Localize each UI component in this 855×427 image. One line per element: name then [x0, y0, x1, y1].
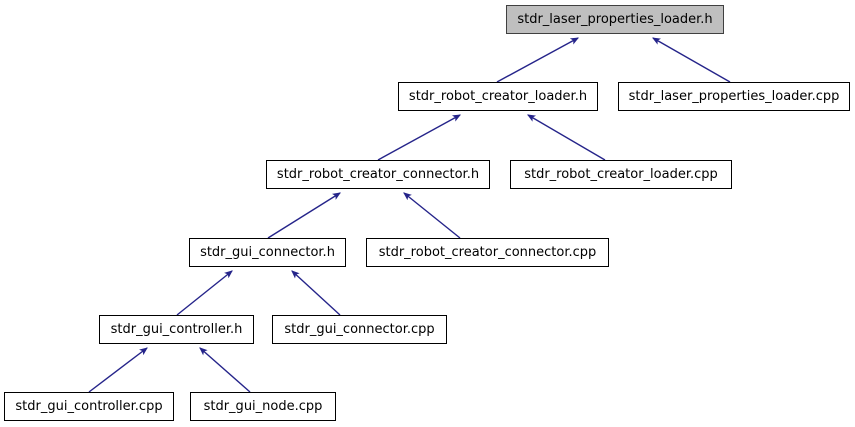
graph-node-stdr-robot-creator-connector-cpp[interactable]: stdr_robot_creator_connector.cpp [366, 238, 609, 267]
graph-node-stdr-robot-creator-loader-cpp[interactable]: stdr_robot_creator_loader.cpp [510, 160, 732, 189]
graph-edge-n2-to-n0 [652, 37, 731, 83]
graph-edge-n9-to-n7 [88, 347, 148, 393]
graph-edge-n10-to-n7 [199, 347, 251, 393]
graph-node-stdr-robot-creator-connector-h[interactable]: stdr_robot_creator_connector.h [266, 160, 490, 189]
graph-node-label: stdr_laser_properties_loader.h [517, 12, 713, 27]
graph-node-stdr-laser-properties-loader-h[interactable]: stdr_laser_properties_loader.h [506, 5, 724, 34]
graph-edge-n7-to-n5 [176, 270, 233, 316]
graph-node-stdr-laser-properties-loader-cpp[interactable]: stdr_laser_properties_loader.cpp [618, 82, 850, 111]
graph-node-stdr-gui-connector-cpp[interactable]: stdr_gui_connector.cpp [272, 315, 447, 344]
graph-edge-n5-to-n3 [267, 192, 341, 239]
graph-node-label: stdr_robot_creator_connector.cpp [378, 245, 597, 260]
graph-node-stdr-gui-controller-h[interactable]: stdr_gui_controller.h [99, 315, 254, 344]
graph-node-stdr-gui-controller-cpp[interactable]: stdr_gui_controller.cpp [4, 392, 174, 421]
graph-edge-n6-to-n3 [403, 192, 461, 239]
graph-node-label: stdr_gui_node.cpp [203, 399, 323, 414]
graph-node-stdr-gui-node-cpp[interactable]: stdr_gui_node.cpp [190, 392, 336, 421]
graph-node-stdr-gui-connector-h[interactable]: stdr_gui_connector.h [189, 238, 346, 267]
graph-node-label: stdr_laser_properties_loader.cpp [628, 89, 840, 104]
graph-edge-n1-to-n0 [496, 37, 579, 83]
graph-node-label: stdr_gui_controller.cpp [15, 399, 163, 414]
graph-edge-n8-to-n5 [291, 270, 341, 316]
graph-node-label: stdr_gui_controller.h [110, 322, 243, 337]
graph-edge-n3-to-n1 [377, 114, 461, 161]
graph-node-stdr-robot-creator-loader-h[interactable]: stdr_robot_creator_loader.h [398, 82, 598, 111]
graph-node-label: stdr_robot_creator_loader.h [408, 89, 588, 104]
graph-node-label: stdr_gui_connector.h [200, 245, 335, 260]
graph-node-label: stdr_robot_creator_connector.h [276, 167, 480, 182]
graph-edge-n4-to-n1 [527, 114, 606, 161]
graph-node-label: stdr_robot_creator_loader.cpp [524, 167, 718, 182]
graph-node-label: stdr_gui_connector.cpp [284, 322, 435, 337]
